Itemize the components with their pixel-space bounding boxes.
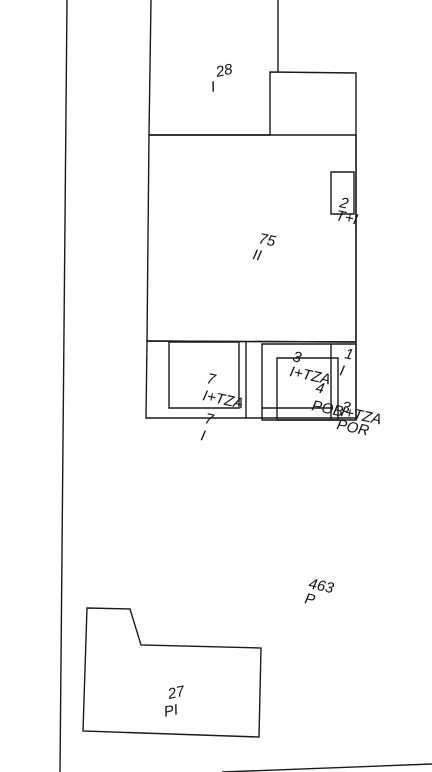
building-4-outline (276, 357, 339, 421)
building-28-number: 28 (213, 61, 234, 81)
building-7b-class: I (199, 427, 207, 444)
building-1-number: 1 (343, 345, 355, 363)
building-7-outline (168, 341, 240, 409)
parcel-boundary-bottom (221, 763, 432, 772)
building-2-class: T+I (334, 207, 359, 228)
building-27-number: 27 (165, 683, 186, 703)
building-75-outline (146, 134, 357, 343)
building-3-class: I+TZA (288, 363, 332, 388)
building-2-outline (330, 171, 355, 215)
building-3-outline (261, 343, 357, 421)
building-75-number: 75 (257, 230, 277, 250)
building-2-number: 2 (337, 194, 350, 213)
building-4-class: POB (310, 397, 345, 420)
building-75-class: II (251, 246, 263, 264)
building-27-outline (82, 607, 262, 738)
building-3b-subclass: POR (335, 416, 370, 439)
building-28-outline (148, 0, 357, 342)
street-boundary-left (59, 0, 68, 772)
parcel-463-number: 463 (307, 575, 336, 597)
building-7b-number: 7 (203, 410, 215, 428)
building-7-number: 7 (205, 370, 217, 388)
building-1-class: I (338, 362, 346, 379)
building-27-class: PI (162, 701, 179, 721)
building-4-number: 4 (314, 379, 326, 397)
parcel-463-class: P (303, 590, 316, 609)
building-28-class: I (209, 78, 217, 95)
